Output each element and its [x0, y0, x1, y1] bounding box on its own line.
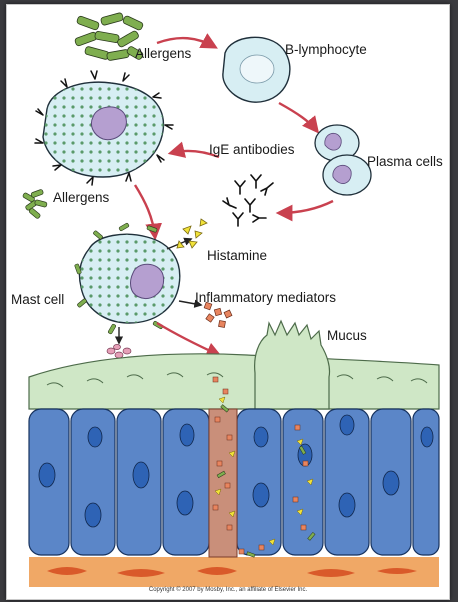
label-mast-cell: Mast cell: [11, 292, 65, 307]
tissue-mediator-particles: [212, 376, 316, 558]
diagram-frame: Allergens B-lymphocyte IgE antibodies Pl…: [6, 4, 450, 600]
label-plasma-cells: Plasma cells: [367, 154, 443, 169]
sensitized-mast-cell: [34, 70, 174, 186]
degranulating-mast-cell: [74, 223, 181, 335]
arrow-plasma-to-ige: [275, 199, 334, 222]
arrow-to-mediators: [178, 299, 203, 308]
ige-antibody-group: [222, 174, 274, 227]
arrow-b-cell-to-plasma: [278, 101, 320, 134]
b-lymphocyte-cell: [222, 36, 291, 103]
mediator-particles: [203, 301, 233, 328]
histamine-particles: [176, 218, 208, 249]
allergen-cluster-mid: [22, 189, 48, 219]
airway-tissue: [28, 319, 440, 587]
arrow-mediators-to-tissue: [156, 322, 222, 357]
copyright-notice: Copyright © 2007 by Mosby, Inc., an affi…: [148, 587, 308, 593]
label-mucus: Mucus: [327, 328, 367, 343]
released-granules: [106, 344, 132, 359]
allergic-response-diagram: [22, 12, 440, 587]
label-ige-antibodies: IgE antibodies: [209, 142, 295, 157]
label-allergens-top: Allergens: [135, 46, 192, 61]
label-b-lymphocyte: B-lymphocyte: [285, 42, 367, 57]
label-histamine: Histamine: [207, 248, 268, 263]
allergen-cluster-top: [74, 12, 144, 61]
plasma-cells: [314, 124, 372, 196]
label-inflammatory-mediators: Inflammatory mediators: [195, 290, 337, 305]
arrow-allergen-to-b-cell: [156, 33, 218, 49]
arrow-ige-to-mast-cell: [167, 141, 220, 159]
label-allergens-mid: Allergens: [53, 190, 110, 205]
